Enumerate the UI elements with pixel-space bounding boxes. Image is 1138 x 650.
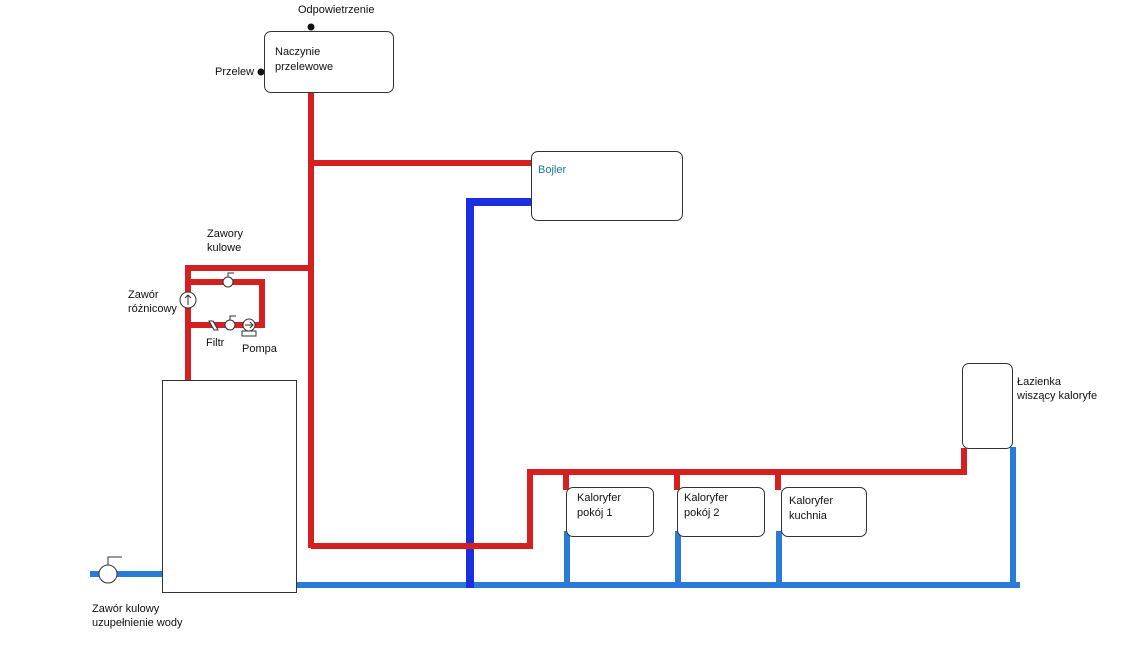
zawor-kulowy-icon-bottom [224, 315, 236, 331]
boiler-outlet-pipe [185, 265, 311, 380]
naczynie-label-2: przelewowe [275, 61, 334, 73]
przelew-label: Przelew [215, 66, 255, 78]
kaloryfer-pokoj2-box: Kaloryfer pokój 2 [677, 487, 765, 537]
zawor-roznicowy-icon [179, 291, 197, 309]
odpowietrzenie-label: Odpowietrzenie [298, 4, 375, 16]
kal3-label-2: kuchnia [789, 510, 827, 522]
zawor-roznicowy-label-2: różnicowy [128, 303, 177, 315]
kal2-label-1: Kaloryfer [684, 492, 729, 504]
naczynie-label-1: Naczynie [275, 46, 321, 58]
zawory-kulowe-label-1: Zawory [207, 228, 244, 240]
cold-pipe [466, 198, 531, 588]
pompa-label: Pompa [242, 343, 277, 355]
kal3-label-1: Kaloryfer [789, 495, 834, 507]
kal1-label-2: pokój 1 [577, 507, 613, 519]
kaloryfer-pokoj1-box: Kaloryfer pokój 1 [566, 487, 654, 537]
przelew-dot [257, 68, 265, 76]
bojler-box: Bojler [531, 151, 683, 221]
odpowietrzenie-dot [307, 23, 315, 31]
cold-supply-pipe [466, 198, 531, 588]
zawor-kulowy-icon-top [222, 272, 234, 288]
zawor-kulowy-uzupelnienie-icon [98, 556, 122, 584]
zawor-kulowy-label-2: uzupełnienie wody [92, 617, 183, 629]
lazienka-label-1: Łazienka [1017, 376, 1062, 388]
hot-pipes [185, 92, 967, 549]
filtr-label: Filtr [206, 337, 225, 349]
kociol-box [162, 380, 297, 593]
radiator-supply-pipe [311, 448, 967, 549]
pump-loop-pipe [188, 279, 265, 328]
pompa-icon [241, 318, 257, 337]
zawor-roznicowy-label-1: Zawór [128, 289, 159, 301]
lazienka-kaloryfer-box [962, 363, 1013, 449]
lazienka-label-2: wiszący kaloryfe [1017, 390, 1098, 402]
kal1-label-1: Kaloryfer [577, 492, 622, 504]
kaloryfer-kuchnia-box: Kaloryfer kuchnia [781, 487, 867, 537]
bojler-label: Bojler [538, 164, 567, 176]
filtr-icon [208, 320, 219, 331]
naczynie-przelewowe-box: Naczynie przelewowe [264, 31, 394, 93]
zawor-kulowy-label-1: Zawór kulowy [92, 603, 160, 615]
zawory-kulowe-label-2: kulowe [207, 242, 242, 254]
kal2-label-2: pokój 2 [684, 507, 720, 519]
